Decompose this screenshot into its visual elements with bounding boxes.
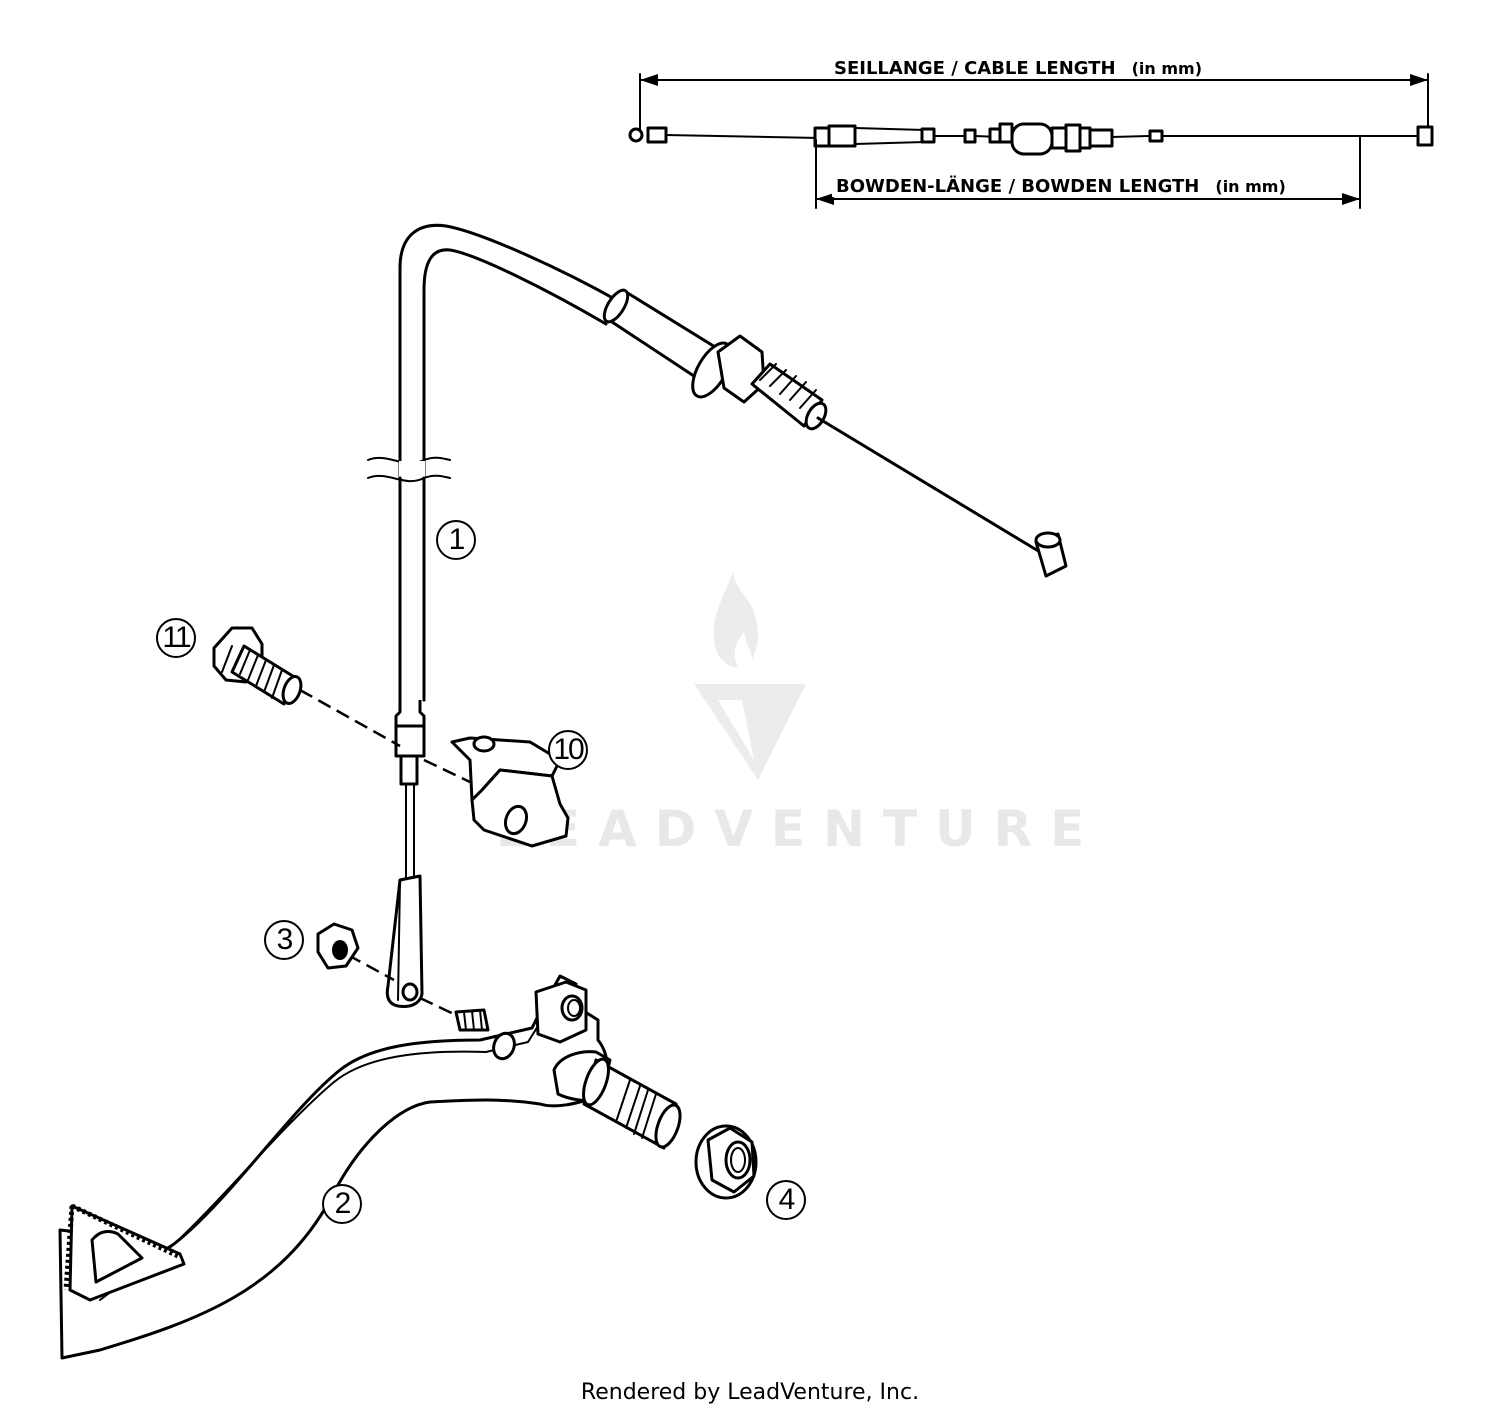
brake-cable-part-1 bbox=[367, 223, 1068, 1008]
callout-11[interactable]: 11 bbox=[156, 618, 196, 658]
cable-bracket-part-10 bbox=[450, 735, 570, 848]
callout-3[interactable]: 3 bbox=[264, 920, 304, 960]
callout-2[interactable]: 2 bbox=[322, 1184, 362, 1224]
bowden-length-label: BOWDEN-LÄNGE / BOWDEN LENGTH (in mm) bbox=[832, 176, 1290, 197]
cable-length-label: SEILLANGE / CABLE LENGTH (in mm) bbox=[830, 58, 1207, 79]
callout-4[interactable]: 4 bbox=[766, 1180, 806, 1220]
bolt-part-11 bbox=[212, 626, 303, 706]
cable-dimension-schematic bbox=[628, 73, 1434, 209]
flange-nut-part-4 bbox=[694, 1124, 758, 1200]
footer-credit: Rendered by LeadVenture, Inc. bbox=[580, 1380, 920, 1405]
callout-10[interactable]: 10 bbox=[548, 730, 588, 770]
watermark-text: LEADVENTURE bbox=[496, 800, 1103, 858]
assembly-line-nut-3 bbox=[347, 953, 395, 982]
bowden-length-unit: (in mm) bbox=[1215, 177, 1286, 196]
cable-length-text: SEILLANGE / CABLE LENGTH bbox=[834, 58, 1116, 79]
brake-pedal-part-2 bbox=[58, 974, 682, 1360]
nut-part-3 bbox=[316, 922, 360, 970]
assembly-line-bolt bbox=[299, 688, 401, 748]
cable-length-unit: (in mm) bbox=[1131, 59, 1203, 78]
bowden-length-text: BOWDEN-LÄNGE / BOWDEN LENGTH bbox=[836, 176, 1200, 197]
assembly-line-bracket bbox=[423, 758, 471, 784]
assembly-line-pedal-stud bbox=[419, 996, 459, 1018]
callout-1[interactable]: 1 bbox=[436, 520, 476, 560]
